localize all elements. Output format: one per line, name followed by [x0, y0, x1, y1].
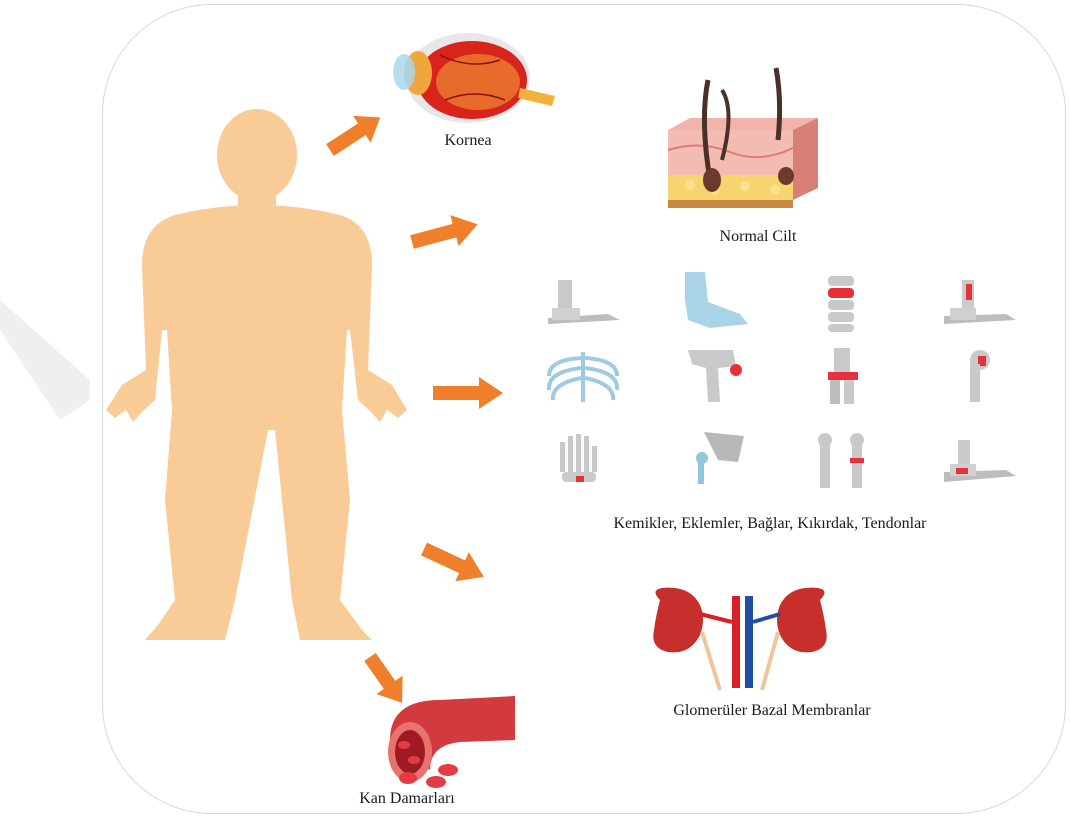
label-normal-cilt: Normal Cilt — [720, 228, 797, 246]
bone-femur-pair — [818, 433, 864, 488]
kidneys-illustration — [653, 588, 826, 690]
arrow-to-kornea — [321, 104, 389, 164]
bone-foot-2 — [944, 440, 1016, 482]
bone-ribcage — [549, 352, 617, 402]
bone-spine — [828, 276, 854, 332]
bone-hand — [560, 434, 597, 482]
arrow-to-normal-cilt — [408, 209, 482, 258]
human-body-silhouette — [106, 109, 407, 640]
arrow-to-kemikler — [433, 377, 503, 409]
bone-foot-1 — [548, 280, 620, 324]
eye-illustration — [393, 33, 555, 123]
bones-grid — [548, 272, 1016, 488]
label-kan-damarlari: Kan Damarları — [359, 790, 455, 808]
skin-illustration — [668, 68, 818, 208]
arrow-to-kan-damarlari — [357, 648, 415, 712]
bone-knee-1 — [688, 350, 742, 402]
label-glomeruler: Glomerüler Bazal Membranlar — [673, 702, 870, 720]
bone-foot-blue — [685, 272, 748, 328]
bone-foot-highlight — [944, 280, 1016, 324]
label-kornea: Kornea — [444, 132, 491, 150]
arrow-to-glomeruler — [417, 534, 490, 591]
label-kemikler: Kemikler, Eklemler, Bağlar, Kıkırdak, Te… — [613, 515, 926, 533]
bone-hip — [696, 432, 744, 484]
bone-knee-2 — [828, 348, 858, 404]
bone-shoulder — [970, 350, 990, 402]
blood-vessel-illustration — [388, 696, 515, 788]
